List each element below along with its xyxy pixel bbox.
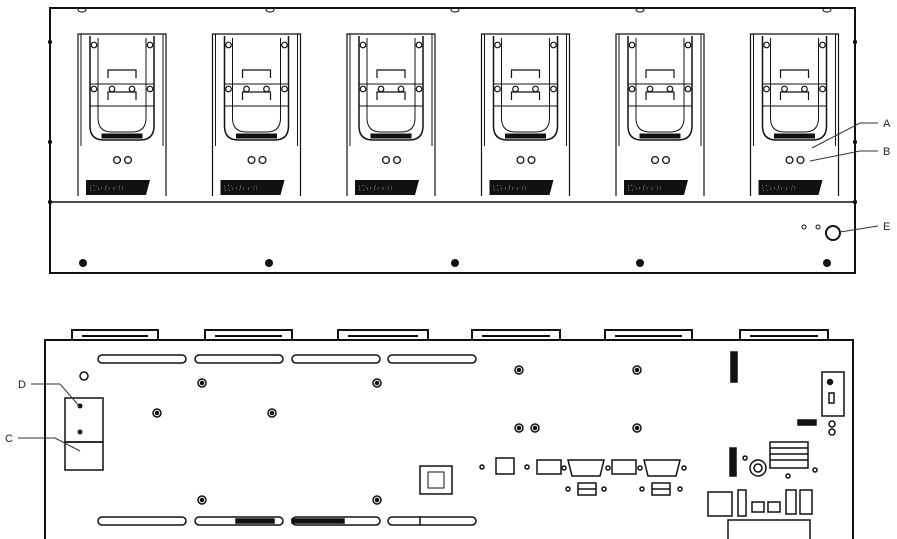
label-box-c — [64, 441, 104, 471]
charger-slot: WoTech — [211, 33, 302, 196]
indicator-led — [661, 155, 671, 165]
indicator-led — [527, 155, 536, 165]
rear-top-connectors — [71, 329, 829, 340]
indicator-led — [785, 155, 794, 165]
brand-label: WoTech — [627, 183, 662, 193]
rear-io-ports — [479, 457, 687, 496]
indicator-led — [381, 155, 391, 165]
callout-d: D — [18, 379, 26, 391]
charger-slot: WoTech — [77, 33, 167, 196]
indicator-led — [247, 155, 256, 165]
front-panel-outline — [49, 7, 856, 274]
callout-e: E — [883, 221, 890, 233]
brand-label: WoTech — [358, 183, 393, 193]
charger-slot: WoTech — [346, 33, 436, 196]
square-port — [419, 465, 453, 495]
charger-slot: WoTech — [615, 33, 705, 196]
indicator-led — [112, 155, 122, 165]
power-button — [825, 225, 841, 241]
callout-c: C — [5, 433, 13, 445]
brand-label: WoTech — [493, 183, 528, 193]
brand-label: WoTech — [762, 183, 797, 193]
charger-slots: WoTech WoTech WoTech WoTech WoTech WoTech — [77, 33, 840, 196]
rear-view — [44, 329, 854, 539]
label-box-d — [64, 397, 104, 443]
indicator-led — [796, 155, 805, 165]
front-view: WoTech WoTech WoTech WoTech WoTech WoTech — [48, 7, 857, 274]
rear-screws — [79, 365, 642, 505]
indicator-led — [650, 155, 660, 165]
rear-panel-outline — [44, 339, 854, 539]
indicator-led — [123, 155, 133, 165]
rear-power-section — [707, 351, 845, 539]
charger-slot: WoTech — [749, 33, 840, 196]
callouts — [18, 122, 879, 452]
brand-label: WoTech — [89, 183, 124, 193]
front-mounting-screws — [79, 259, 831, 267]
indicator-led — [258, 155, 267, 165]
rear-vent-slots-top — [97, 354, 477, 364]
charger-slot: WoTech — [480, 33, 571, 196]
indicator-led — [392, 155, 402, 165]
indicator-led — [516, 155, 525, 165]
callout-b: B — [883, 146, 890, 158]
brand-label: WoTech — [224, 183, 259, 193]
callout-a: A — [883, 118, 891, 130]
rear-vent-slots-bottom — [97, 516, 477, 526]
